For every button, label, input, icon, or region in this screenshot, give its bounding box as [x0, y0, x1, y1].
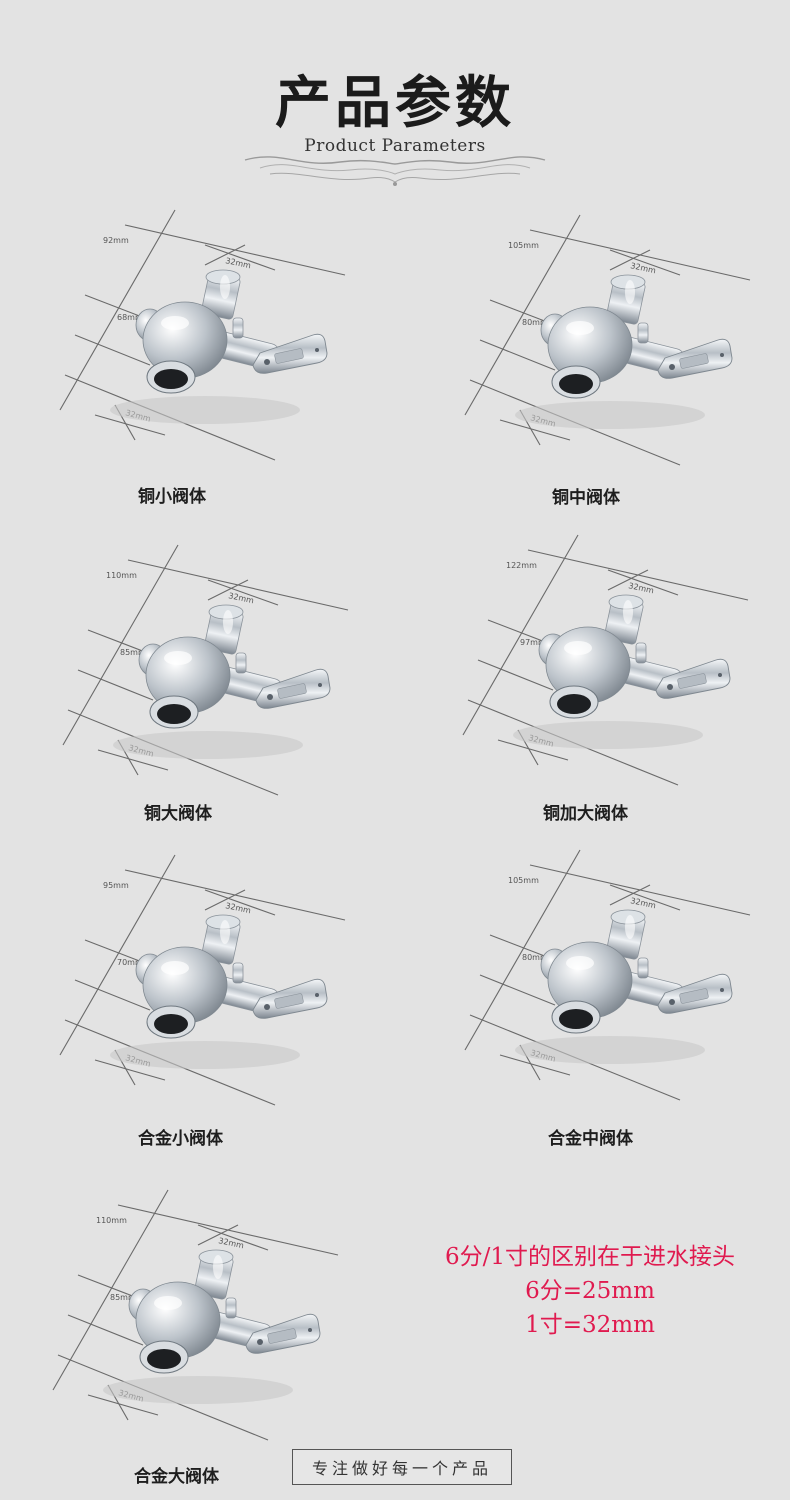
dimension-lines: [464, 849, 751, 1101]
valve-diagram: 110mm32mm85mm32mm: [52, 1189, 339, 1441]
valve-diagram: 92mm32mm68mm32mm: [59, 209, 346, 461]
valve-image: [103, 1249, 321, 1404]
dimension-width-label: 92mm: [103, 236, 129, 245]
dimension-width-label: 110mm: [106, 571, 137, 580]
dimension-height-label: 70mm: [117, 958, 143, 967]
product-item: 105mm32mm80mm32mm: [460, 210, 760, 510]
product-name: 铜大阀体: [144, 804, 212, 824]
product-name: 铜加大阀体: [543, 804, 628, 824]
product-name: 合金大阀体: [134, 1467, 219, 1487]
size-note: 6分/1寸的区别在于进水接头 6分=25mm 1寸=32mm: [390, 1240, 790, 1342]
dimension-height-label: 80mm: [522, 318, 548, 327]
dimension-top-label: 32mm: [225, 256, 252, 270]
dimension-top-label: 32mm: [218, 1236, 245, 1250]
valve-image: [110, 914, 328, 1069]
product-item: 110mm32mm85mm32mm: [48, 1185, 348, 1485]
valve-image: [110, 269, 328, 424]
valve-diagram: 105mm32mm80mm32mm: [464, 849, 751, 1101]
dimension-height-label: 97mm: [520, 638, 546, 647]
product-item: 110mm32mm85mm32mm: [58, 540, 358, 840]
valve-diagram: 122mm32mm97mm32mm: [462, 534, 749, 786]
slogan-stamp: 专注做好每一个产品: [292, 1449, 512, 1485]
dimension-top-label: 32mm: [630, 896, 657, 910]
product-name: 合金中阀体: [548, 1129, 633, 1149]
dimension-height-label: 80mm: [522, 953, 548, 962]
product-name: 铜中阀体: [552, 488, 620, 508]
product-item: 95mm32mm70mm32mm: [55, 850, 355, 1150]
valve-diagram: 105mm32mm80mm32mm: [464, 214, 751, 466]
dimension-width-label: 122mm: [506, 561, 537, 570]
size-note-line: 6分=25mm: [525, 1278, 655, 1304]
dimension-height-label: 85mm: [110, 1293, 136, 1302]
dimension-width-label: 95mm: [103, 881, 129, 890]
product-item: 92mm32mm68mm32mm: [55, 205, 355, 505]
size-note-line: 1寸=32mm: [525, 1312, 655, 1338]
valve-image: [515, 909, 733, 1064]
valve-diagram: 95mm32mm70mm32mm: [59, 854, 346, 1106]
valve-diagram: 110mm32mm85mm32mm: [62, 544, 349, 796]
dimension-width-label: 105mm: [508, 876, 539, 885]
dimension-top-label: 32mm: [228, 591, 255, 605]
dimension-width-label: 105mm: [508, 241, 539, 250]
dimension-top-label: 32mm: [630, 261, 657, 275]
product-item: 122mm32mm97mm32mm: [458, 530, 758, 830]
size-note-line: 6分/1寸的区别在于进水接头: [444, 1244, 735, 1270]
valve-image: [515, 274, 733, 429]
header: 产品参数 Product Parameters: [0, 0, 790, 200]
valve-image: [513, 594, 731, 749]
product-name: 铜小阀体: [138, 487, 206, 507]
page-subtitle: Product Parameters: [304, 136, 486, 156]
page-title: 产品参数: [275, 70, 515, 136]
dimension-top-label: 32mm: [225, 901, 252, 915]
dimension-top-label: 32mm: [628, 581, 655, 595]
dimension-width-label: 110mm: [96, 1216, 127, 1225]
dimension-height-label: 85mm: [120, 648, 146, 657]
product-name: 合金小阀体: [138, 1129, 223, 1149]
ornament-flourish: [244, 156, 546, 186]
valve-image: [113, 604, 331, 759]
dimension-height-label: 68mm: [117, 313, 143, 322]
product-item: 105mm32mm80mm32mm: [460, 845, 760, 1145]
